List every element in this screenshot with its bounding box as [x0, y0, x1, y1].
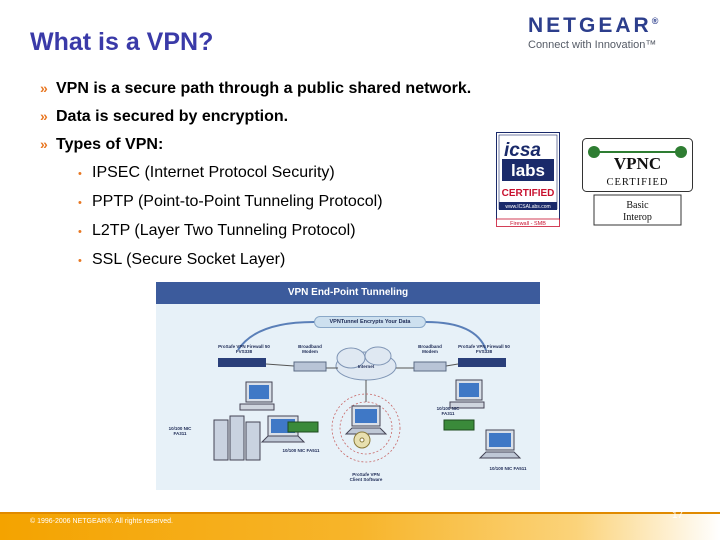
vpnc-name: VPNC	[614, 154, 661, 173]
vpnc-line2: Interop	[623, 212, 652, 223]
sub-bullet-marker-icon: •	[78, 197, 82, 209]
right-desktop-icon	[449, 379, 485, 409]
page-number: 17	[672, 510, 684, 521]
right-firewall-icon	[458, 358, 506, 367]
sub-bullet-item: •SSL (Secure Socket Layer)	[78, 251, 286, 268]
slide-title: What is a VPN?	[30, 28, 214, 56]
left-desktop-icon	[239, 381, 275, 411]
bullet-marker-icon: »	[40, 136, 48, 152]
bullet-item: »VPN is a secure path through a public s…	[40, 80, 472, 97]
sub-bullet-item: •PPTP (Point-to-Point Tunneling Protocol…	[78, 193, 383, 210]
icsa-category: Firewall - SMB	[510, 221, 546, 227]
right-modem-icon	[413, 361, 447, 372]
client-laptop-icon	[344, 405, 388, 435]
bullet-item: »Data is secured by encryption.	[40, 108, 289, 125]
vpnc-node-icon	[675, 146, 687, 158]
footer-bar	[0, 514, 720, 540]
copyright: © 1996-2006 NETGEAR®. All rights reserve…	[30, 518, 173, 525]
internet-label: Internet	[357, 364, 375, 369]
tunnel-arrow-icon	[237, 321, 315, 351]
tunnel-banner: VPNTunnel Encrypts Your Data	[314, 316, 426, 328]
bullet-item: »Types of VPN:	[40, 136, 164, 153]
sub-bullet-marker-icon: •	[78, 168, 82, 180]
logo-registered: ®	[651, 16, 659, 26]
left-modem-icon	[293, 361, 327, 372]
bullet-marker-icon: »	[40, 80, 48, 96]
vpnc-certified-badge: VPNC CERTIFIED Basic Interop	[582, 138, 693, 226]
vpnc-line1: Basic	[626, 200, 649, 211]
sub-bullet-marker-icon: •	[78, 226, 82, 238]
icsa-labs: labs	[511, 161, 545, 180]
right-nic-card-icon	[443, 419, 475, 431]
diagram-graphics	[213, 321, 522, 463]
left-firewall-icon	[218, 358, 266, 367]
bullet-marker-icon: »	[40, 108, 48, 124]
sub-bullet-item: •IPSEC (Internet Protocol Security)	[78, 164, 335, 181]
left-nic2-label: 10/100 NIC FA511	[282, 448, 320, 453]
icsa-name: icsa	[504, 140, 541, 161]
vpn-tunneling-diagram: VPN End-Point Tunneling VPNTunnel Encryp…	[156, 282, 540, 490]
right-laptop-icon	[478, 429, 522, 459]
sub-bullet-item: •L2TP (Layer Two Tunneling Protocol)	[78, 222, 356, 239]
left-server-icon	[213, 415, 261, 461]
logo-word: NETGEAR	[528, 14, 652, 37]
bullet-list: »VPN is a secure path through a public s…	[40, 80, 600, 280]
icsa-url: www.ICSALabs.com	[505, 204, 550, 210]
icsa-certified-badge: icsa labs CERTIFIED www.ICSALabs.com Fir…	[496, 132, 560, 227]
left-nic-card-icon	[287, 421, 319, 433]
footer-divider	[0, 512, 720, 514]
logo-tagline: Connect with Innovation™	[528, 39, 657, 51]
diagram-title: VPN End-Point Tunneling	[156, 282, 540, 304]
vpnc-node-icon	[588, 146, 600, 158]
netgear-logo: NETGEAR® Connect with Innovation™	[528, 14, 698, 60]
vpnc-certified: CERTIFIED	[606, 177, 668, 188]
tunnel-arrow-icon	[425, 321, 487, 351]
right-nic2-label: 10/100 NIC FA511	[489, 466, 527, 471]
sub-bullet-marker-icon: •	[78, 255, 82, 267]
icsa-certified: CERTIFIED	[502, 188, 555, 199]
